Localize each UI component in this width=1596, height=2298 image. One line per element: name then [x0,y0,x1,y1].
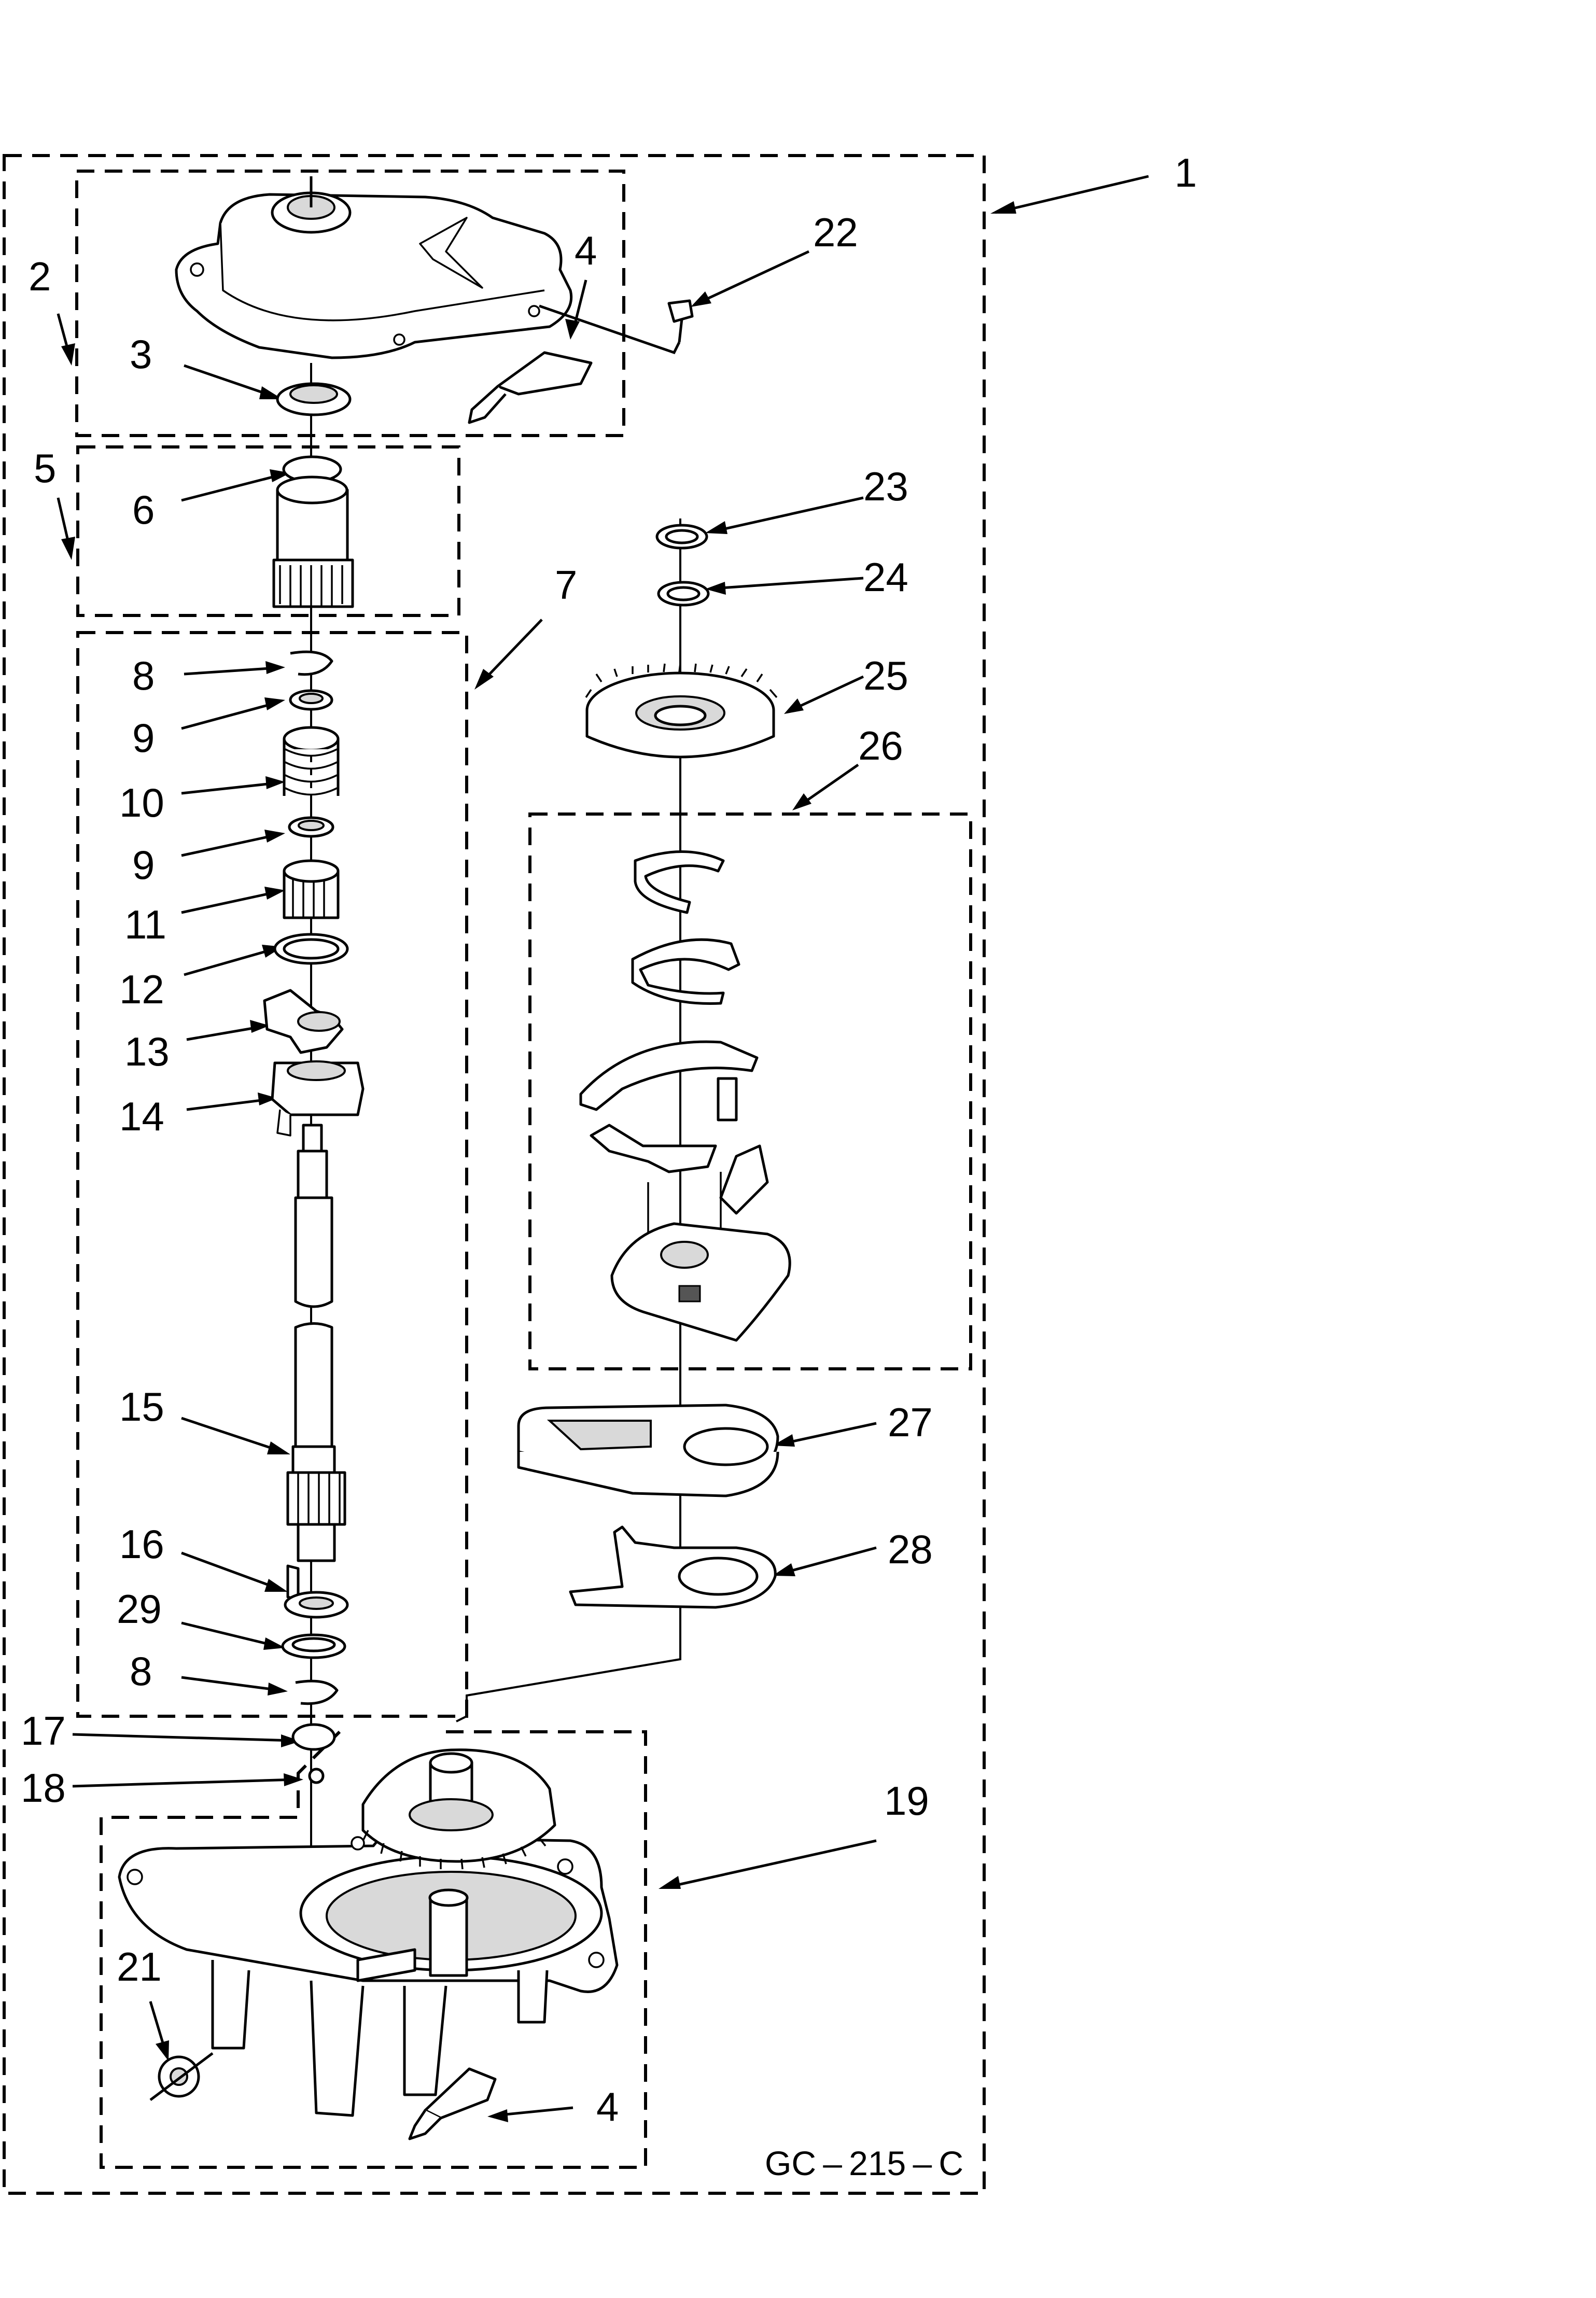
callout-4-bottom: 4 [596,2084,619,2129]
callout-29: 29 [117,1586,162,1632]
callout-13: 13 [124,1029,170,1074]
part-15-shaft [286,1124,346,1562]
part-27-plate [517,1404,779,1497]
diagram-code: GC – 215 – C [765,2144,963,2182]
callout-19: 19 [884,1778,929,1824]
callout-26: 26 [858,723,903,768]
left-shaft-small-parts [273,650,349,965]
group-box-19 [100,1730,647,2169]
part-28-lever [569,1525,777,1609]
linkage-connector-line [456,1613,681,1722]
assembly-outline-1 [3,154,986,2195]
callout-15: 15 [119,1384,164,1430]
part-22-screw [539,299,694,355]
right-stack-parts [585,524,778,759]
leader-lines [57,175,1149,2122]
callout-7: 7 [555,562,577,608]
callout-11: 11 [124,902,166,947]
callout-2: 2 [29,254,51,299]
callout-8-bottom: 8 [130,1648,152,1694]
part-6-sleeve [272,455,354,608]
part-4-grease-tube-top [468,351,593,424]
callout-1: 1 [1174,150,1197,195]
group-box-5 [76,445,460,617]
callout-23: 23 [863,464,908,509]
callout-12: 12 [119,966,164,1012]
callout-18: 18 [21,1765,66,1811]
group-box-2 [75,170,625,437]
part-4-grease-tube-bottom [408,2067,497,2140]
callout-4-top: 4 [575,228,597,273]
part-14-clutch [271,1060,365,1137]
group-26-parts [579,850,791,1342]
callout-labels: 1 2 3 4 5 6 7 8 9 10 9 11 12 13 14 15 16… [21,150,1197,2182]
callout-8-top: 8 [132,653,155,698]
callout-9-top: 9 [132,715,155,761]
callout-21: 21 [117,1944,162,1989]
callout-10: 10 [119,780,164,825]
callout-28: 28 [888,1526,933,1572]
callout-6: 6 [132,487,155,533]
group-box-7 [76,631,468,1718]
callout-22: 22 [813,209,858,255]
callout-9-second: 9 [132,842,155,888]
group-box-26 [528,812,972,1370]
part-21-seal [149,2052,214,2101]
part-19-gearcase-base [118,1748,619,2117]
callout-27: 27 [888,1399,933,1445]
gearcase-cover [175,176,573,359]
callout-16: 16 [119,1521,164,1567]
part-3-bearing [276,382,352,416]
part-13-cam [263,989,344,1054]
callout-25: 25 [863,653,908,698]
callout-14: 14 [119,1094,164,1139]
callout-17: 17 [21,1708,66,1754]
callout-3: 3 [130,331,152,377]
callout-5: 5 [34,445,56,491]
callout-24: 24 [863,554,908,600]
lower-small-parts [281,1564,349,1784]
